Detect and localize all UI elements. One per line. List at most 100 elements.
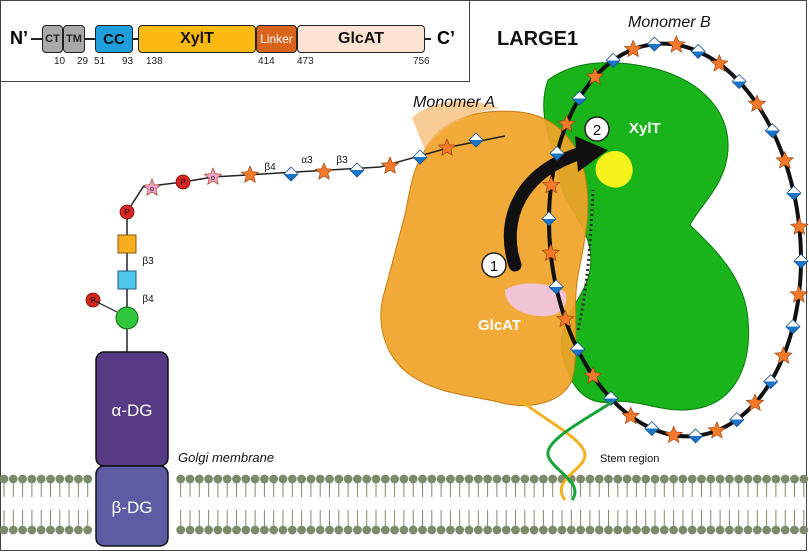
lipid-head xyxy=(455,474,465,484)
lipid-head xyxy=(697,474,706,484)
lipid-head xyxy=(669,525,678,535)
lipid-head xyxy=(18,474,27,484)
lipid-head xyxy=(64,525,74,535)
phosphate-bond xyxy=(92,299,118,313)
lipid-head xyxy=(446,525,455,535)
lipid-head xyxy=(687,474,697,484)
lipid-head xyxy=(64,474,74,484)
xylose-star xyxy=(583,366,603,384)
lipid-head xyxy=(511,474,520,484)
step-1-marker xyxy=(481,252,507,278)
lipid-head xyxy=(427,525,437,535)
lipid-head xyxy=(762,474,771,484)
lipid-head xyxy=(241,525,251,535)
monomer-b-label: Monomer B xyxy=(628,14,711,31)
xylose-star xyxy=(774,346,793,364)
lipid-head xyxy=(46,525,55,535)
position-tick: 756 xyxy=(413,56,430,67)
lipid-head xyxy=(483,474,492,484)
xylose-star xyxy=(747,94,767,112)
lipid-head xyxy=(539,474,548,484)
transfer-arrow xyxy=(503,145,592,272)
lipid-head xyxy=(213,525,223,535)
lipid-head xyxy=(446,474,455,484)
lipid-head xyxy=(548,525,558,535)
lipid-head xyxy=(55,474,65,484)
lipid-head xyxy=(232,525,241,535)
lipid-head xyxy=(743,525,753,535)
lipid-head xyxy=(715,474,725,484)
domain-cc: CC xyxy=(95,25,133,53)
lipid-head xyxy=(83,525,93,535)
lipid-head xyxy=(594,525,604,535)
lipid-head xyxy=(343,525,353,535)
glcA-diamond xyxy=(729,412,745,428)
lipid-head xyxy=(278,525,288,535)
lipid-head xyxy=(725,474,734,484)
lipid-head xyxy=(780,525,790,535)
domain-xylt: XylT xyxy=(138,25,256,53)
lipid-head xyxy=(520,474,530,484)
lipid-head xyxy=(8,474,18,484)
lipid-head xyxy=(659,525,669,535)
xylose-star xyxy=(666,35,686,53)
glcA-diamond xyxy=(793,253,809,269)
lipid-head xyxy=(771,474,781,484)
ribitol-star xyxy=(203,167,223,185)
man-square xyxy=(117,234,137,254)
lipid-head xyxy=(473,525,483,535)
golgi-membrane-label: Golgi membrane xyxy=(178,450,274,465)
lipid-head xyxy=(687,525,697,535)
lipid-head xyxy=(371,474,381,484)
phosphate-label: P xyxy=(180,178,185,187)
lipid-head xyxy=(194,474,204,484)
glcA-diamond xyxy=(644,421,660,437)
xylose-star xyxy=(380,156,400,174)
lipid-head xyxy=(566,525,576,535)
lipid-head xyxy=(576,525,585,535)
lipid-head xyxy=(176,525,186,535)
lipid-head xyxy=(306,525,316,535)
domain-map-panel: N’ C’ CT TM CC XylT Linker GlcAT 10 29 5… xyxy=(0,0,470,82)
glcA-diamond xyxy=(541,211,557,227)
lipid-head xyxy=(613,474,623,484)
xylose-star xyxy=(775,150,795,169)
lipid-head xyxy=(585,525,595,535)
phosphate-circle xyxy=(119,204,135,220)
lipid-head xyxy=(706,525,716,535)
lipid-head xyxy=(287,525,297,535)
glcA-diamond xyxy=(731,73,747,90)
lipid-head xyxy=(371,525,381,535)
lipid-head xyxy=(632,525,641,535)
linkage-a3: α3 xyxy=(301,155,313,166)
lipid-head xyxy=(399,525,409,535)
glcA-diamond xyxy=(549,145,565,161)
lipid-head xyxy=(353,474,362,484)
lipid-head xyxy=(334,474,344,484)
lipid-head xyxy=(185,474,195,484)
lipid-head xyxy=(418,525,427,535)
lipid-head xyxy=(408,525,418,535)
glcA-diamond xyxy=(646,36,662,52)
lipid-head xyxy=(306,474,316,484)
xylose-star xyxy=(707,420,727,439)
lipid-head xyxy=(297,525,306,535)
position-tick: 29 xyxy=(77,56,89,67)
lipid-head xyxy=(464,525,474,535)
lipid-head xyxy=(390,525,399,535)
stem-region-label: Stem region xyxy=(600,453,659,465)
lipid-head xyxy=(260,525,269,535)
lipid-head xyxy=(762,525,771,535)
step-1-label: 1 xyxy=(490,258,498,275)
glcA-diamond xyxy=(605,52,621,68)
xylose-star xyxy=(314,162,334,180)
lipid-head xyxy=(241,474,251,484)
lipid-head xyxy=(0,525,9,535)
lipid-head xyxy=(473,474,483,484)
alpha-dg-label: α-DG xyxy=(112,401,153,420)
xylose-star xyxy=(623,39,643,58)
lipid-head xyxy=(55,525,65,535)
lipid-head xyxy=(260,474,269,484)
